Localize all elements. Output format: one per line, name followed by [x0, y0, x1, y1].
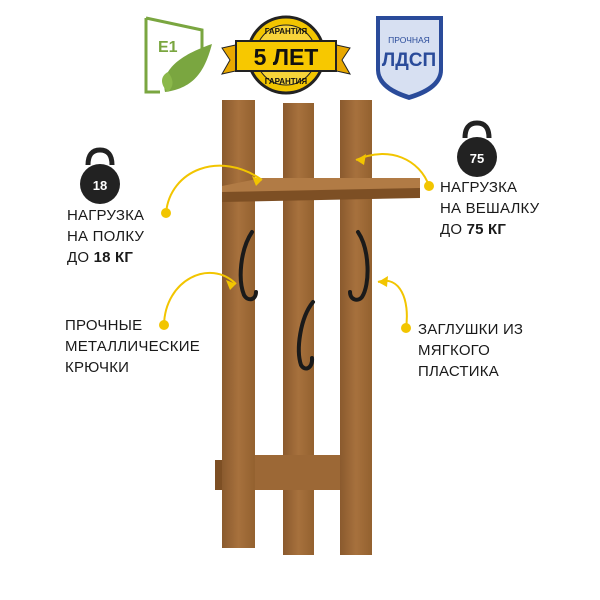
caption-line: НАГРУЗКА [67, 207, 145, 224]
warranty-top: ГАРАНТИЯ [265, 27, 308, 36]
caption-caps: ЗАГЛУШКИ ИЗ МЯГКОГО ПЛАСТИКА [418, 319, 523, 382]
caption-shelf-load: НАГРУЗКА НА ПОЛКУ ДО 18 КГ [67, 205, 144, 268]
ldsp-top: ПРОЧНАЯ [388, 35, 430, 45]
e1-label: E1 [158, 39, 178, 56]
caption-line: КРЮЧКИ [65, 359, 130, 376]
caption-line: НАГРУЗКА [440, 179, 518, 196]
callout-dot [424, 181, 434, 191]
caption-hooks: ПРОЧНЫЕ МЕТАЛЛИЧЕСКИЕ КРЮЧКИ [65, 315, 200, 378]
caption-value: 75 КГ [466, 221, 507, 238]
caption-line: МЕТАЛЛИЧЕСКИЕ [65, 338, 200, 355]
warranty-main: 5 ЛЕТ [254, 44, 319, 70]
metal-hooks [238, 230, 370, 371]
kettlebell-18-icon: 18 [80, 147, 120, 204]
caption-line: НА ВЕШАЛКУ [440, 200, 540, 217]
caption-line: ЗАГЛУШКИ ИЗ [418, 321, 524, 338]
caption-value: 18 КГ [93, 249, 134, 266]
caption-line: ДО 18 КГ [67, 247, 144, 268]
caption-line: НА ПОЛКУ [67, 228, 145, 245]
caption-prefix: ДО [440, 221, 467, 238]
caption-line: ДО 75 КГ [440, 219, 539, 240]
weight-hanger: 75 [470, 151, 484, 166]
caption-line: МЯГКОГО [418, 342, 491, 359]
callout-dot [159, 320, 169, 330]
caption-line: ПЛАСТИКА [418, 363, 499, 380]
warranty-badge: 5 ЛЕТ ГАРАНТИЯ ГАРАНТИЯ [221, 15, 351, 95]
coat-rack [215, 100, 420, 555]
callout-dot [161, 208, 171, 218]
ldsp-badge: ПРОЧНАЯ ЛДСП [376, 16, 443, 100]
kettlebell-75-icon: 75 [457, 120, 497, 177]
caption-prefix: ДО [67, 249, 94, 266]
caption-hanger-load: НАГРУЗКА НА ВЕШАЛКУ ДО 75 КГ [440, 177, 539, 240]
caption-line: ПРОЧНЫЕ [65, 317, 143, 334]
e1-eco-badge: E1 [144, 16, 212, 94]
callout-dot [401, 323, 411, 333]
weight-shelf: 18 [93, 178, 107, 193]
warranty-bottom: ГАРАНТИЯ [265, 77, 308, 86]
ldsp-main: ЛДСП [382, 50, 436, 71]
